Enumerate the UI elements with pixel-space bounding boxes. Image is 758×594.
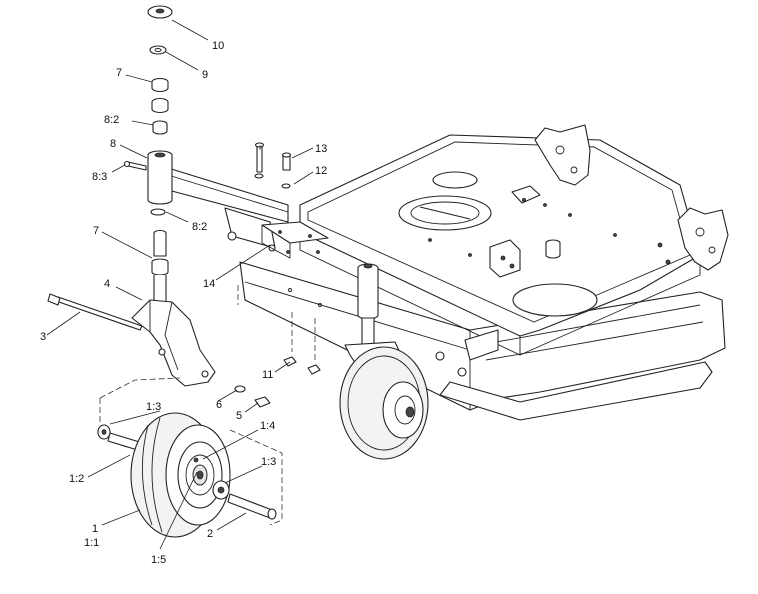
mower-deck	[239, 124, 729, 421]
callout-8-2-bottom: 8:2	[192, 221, 207, 233]
installed-caster-wheel	[339, 263, 429, 460]
callout-11: 11	[262, 369, 273, 381]
spindle-stack	[123, 5, 173, 303]
callout-labels: 10 9 7 8:2 8 8:3 8:2 7 4 3 13 12 14 11 6…	[40, 40, 327, 566]
callout-1-2: 1:2	[69, 473, 84, 485]
callout-1-5: 1:5	[151, 554, 166, 566]
callout-8: 8	[110, 138, 116, 150]
leader-lines	[46, 19, 314, 550]
callout-1-1: 1:1	[84, 537, 99, 549]
callout-5: 5	[236, 410, 242, 422]
caster-fork	[131, 299, 216, 387]
callout-2: 2	[207, 528, 213, 540]
callout-3: 3	[40, 331, 46, 343]
callout-4: 4	[104, 278, 110, 290]
caster-arm	[167, 167, 329, 259]
callout-1-3-left: 1:3	[146, 401, 161, 413]
callout-7-mid: 7	[93, 225, 99, 237]
callout-1-3-right: 1:3	[261, 456, 276, 468]
long-bolt	[47, 293, 143, 331]
callout-8-3: 8:3	[92, 171, 107, 183]
callout-8-2-top: 8:2	[104, 114, 119, 126]
callout-1: 1	[92, 523, 98, 535]
callout-12: 12	[315, 165, 327, 177]
callout-1-4: 1:4	[260, 420, 275, 432]
callout-6: 6	[216, 399, 222, 411]
callout-13: 13	[315, 143, 327, 155]
callout-7-top: 7	[116, 67, 122, 79]
callout-10: 10	[212, 40, 224, 52]
hardware	[234, 142, 321, 408]
callout-14: 14	[203, 278, 215, 290]
exploded-wheel	[97, 377, 283, 538]
callout-9: 9	[202, 69, 208, 81]
